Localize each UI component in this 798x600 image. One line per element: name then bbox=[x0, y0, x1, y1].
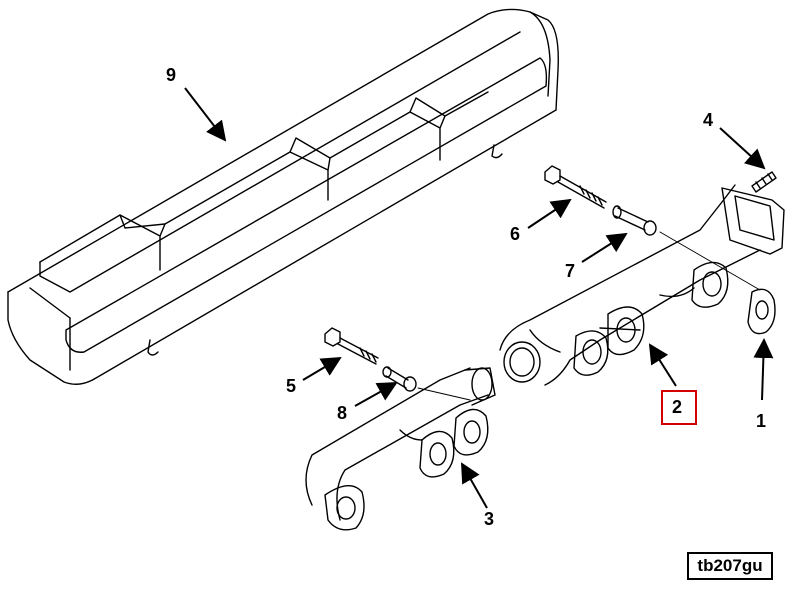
gasket-part bbox=[747, 288, 776, 335]
callout-1: 1 bbox=[756, 411, 767, 431]
callout-6: 6 bbox=[510, 224, 521, 244]
callout-2: 2 bbox=[672, 397, 683, 417]
leader-arrow-3 bbox=[461, 462, 488, 509]
leader-arrow-4 bbox=[719, 127, 766, 170]
heat-shield-part bbox=[7, 8, 559, 385]
callout-8: 8 bbox=[337, 403, 348, 423]
leader-arrow-6 bbox=[527, 198, 572, 229]
callout-3: 3 bbox=[484, 509, 495, 529]
leader-arrow-7 bbox=[581, 232, 628, 263]
spacer-part bbox=[382, 366, 417, 392]
leader-arrow-8 bbox=[354, 382, 398, 407]
figure-id-label: tb207gu bbox=[687, 552, 773, 580]
leader-arrow-5 bbox=[302, 356, 342, 381]
callout-9: 9 bbox=[166, 65, 177, 85]
front-exhaust-manifold-part bbox=[305, 367, 496, 531]
spacer-sleeve-part bbox=[612, 205, 657, 236]
callout-4: 4 bbox=[703, 110, 714, 130]
callout-5: 5 bbox=[286, 376, 297, 396]
stud-part bbox=[751, 171, 777, 193]
long-bolt-part bbox=[544, 165, 607, 209]
bolt-part bbox=[324, 327, 379, 365]
leader-arrow-2 bbox=[648, 343, 677, 387]
callout-2-highlight-box bbox=[661, 390, 697, 425]
rear-exhaust-manifold-part bbox=[499, 184, 785, 386]
callout-7: 7 bbox=[565, 261, 576, 281]
leader-arrow-1 bbox=[753, 338, 774, 401]
leader-arrow-9 bbox=[184, 87, 227, 142]
